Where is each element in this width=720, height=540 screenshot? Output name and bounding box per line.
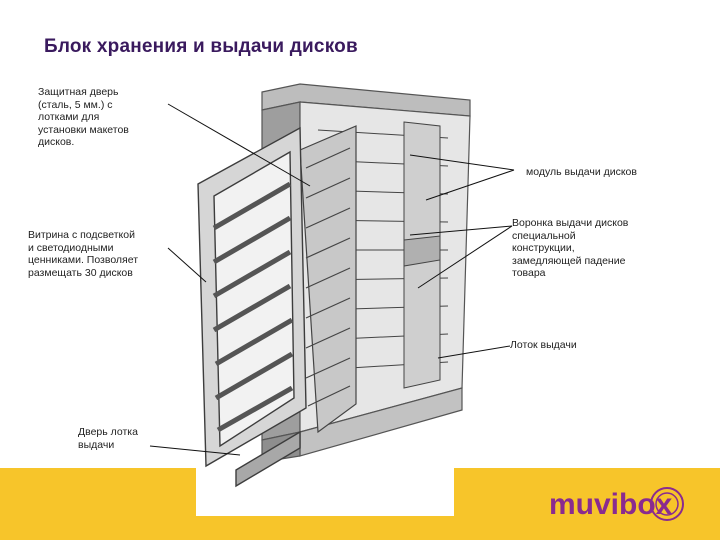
leader-lines [149, 103, 515, 456]
label-protective-door: Защитная дверь (сталь, 5 мм.) с лотками … [38, 86, 129, 148]
showcase-door [197, 126, 307, 488]
label-tray-door: Дверь лотка выдачи [78, 426, 138, 451]
logo-text: muvibox [549, 488, 673, 521]
label-funnel: Воронка выдачи дисков специальной констр… [512, 217, 629, 279]
label-showcase: Витрина с подсветкой и светодиодными цен… [28, 229, 139, 279]
page-title: Блок хранения и выдачи дисков [44, 36, 358, 57]
inner-door [299, 125, 357, 434]
muvibox-logo: muvibox [549, 487, 684, 521]
label-output-tray: Лоток выдачи [510, 339, 577, 351]
dispense-module [403, 121, 441, 389]
label-dispense-module: модуль выдачи дисков [526, 166, 637, 178]
